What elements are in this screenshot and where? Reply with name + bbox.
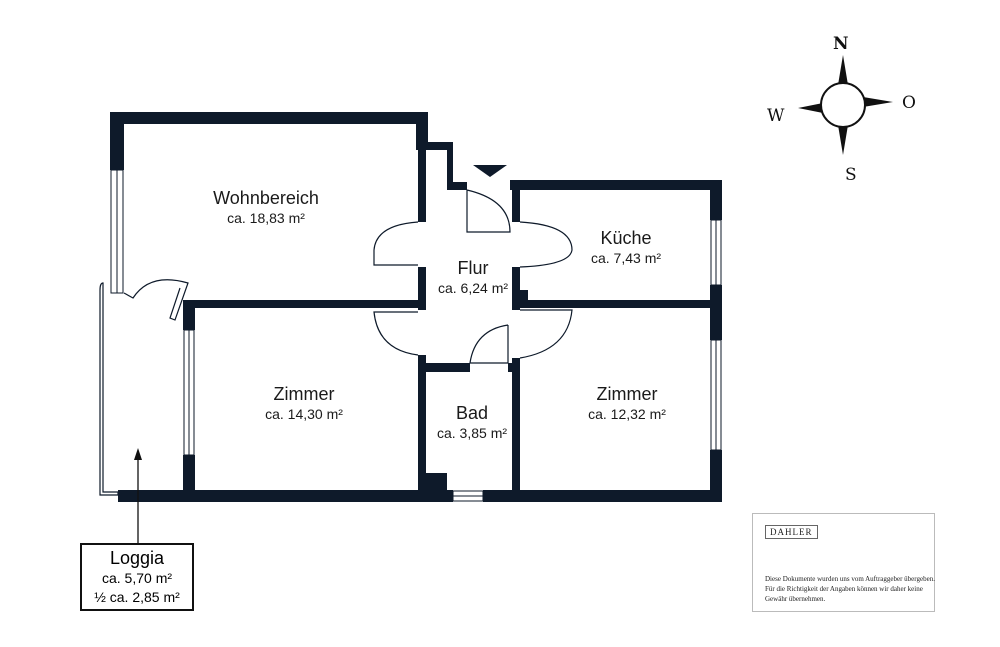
room-zimmer-1: Zimmer ca. 14,30 m² xyxy=(265,383,343,423)
room-name: Küche xyxy=(600,228,652,248)
compass-south: S xyxy=(845,165,857,185)
room-name: Wohnbereich xyxy=(213,188,319,208)
room-area: ca. 3,85 m² xyxy=(436,425,508,441)
room-area: ca. 18,83 m² xyxy=(227,210,305,226)
dahler-logo: DAHLER xyxy=(765,525,818,539)
windows xyxy=(110,169,722,502)
walls xyxy=(110,112,722,502)
room-name: Zimmer xyxy=(273,384,335,404)
compass-east: O xyxy=(902,93,916,113)
room-kueche: Küche ca. 7,43 m² xyxy=(591,227,661,267)
room-name: Flur xyxy=(457,258,489,278)
entrance-arrow-icon xyxy=(473,165,507,177)
room-area: ca. 12,32 m² xyxy=(588,406,666,422)
room-area: ca. 14,30 m² xyxy=(265,406,343,422)
room-flur: Flur ca. 6,24 m² xyxy=(438,257,508,297)
compass-north: N xyxy=(833,34,849,54)
room-name: Zimmer xyxy=(596,384,658,404)
loggia-label: Loggia ca. 5,70 m² ½ ca. 2,85 m² xyxy=(80,543,194,611)
room-wohnbereich: Wohnbereich ca. 18,83 m² xyxy=(213,187,319,227)
doors xyxy=(99,189,573,496)
room-zimmer-2: Zimmer ca. 12,32 m² xyxy=(588,383,666,423)
loggia-area: ca. 5,70 m² xyxy=(101,570,173,586)
loggia-name: Loggia xyxy=(109,548,165,568)
room-name: Bad xyxy=(455,403,489,423)
disclaimer-box: DAHLER Diese Dokumente wurden uns vom Au… xyxy=(752,513,935,612)
compass-west: W xyxy=(767,106,785,126)
disclaimer-text: Diese Dokumente wurden uns vom Auftragge… xyxy=(765,575,935,603)
room-bad: Bad ca. 3,85 m² xyxy=(437,402,507,442)
room-area: ca. 6,24 m² xyxy=(437,280,509,296)
loggia-arrow xyxy=(134,448,142,543)
room-area: ca. 7,43 m² xyxy=(590,250,662,266)
loggia-half-area: ½ ca. 2,85 m² xyxy=(94,589,180,605)
compass-rose-icon xyxy=(798,55,893,155)
